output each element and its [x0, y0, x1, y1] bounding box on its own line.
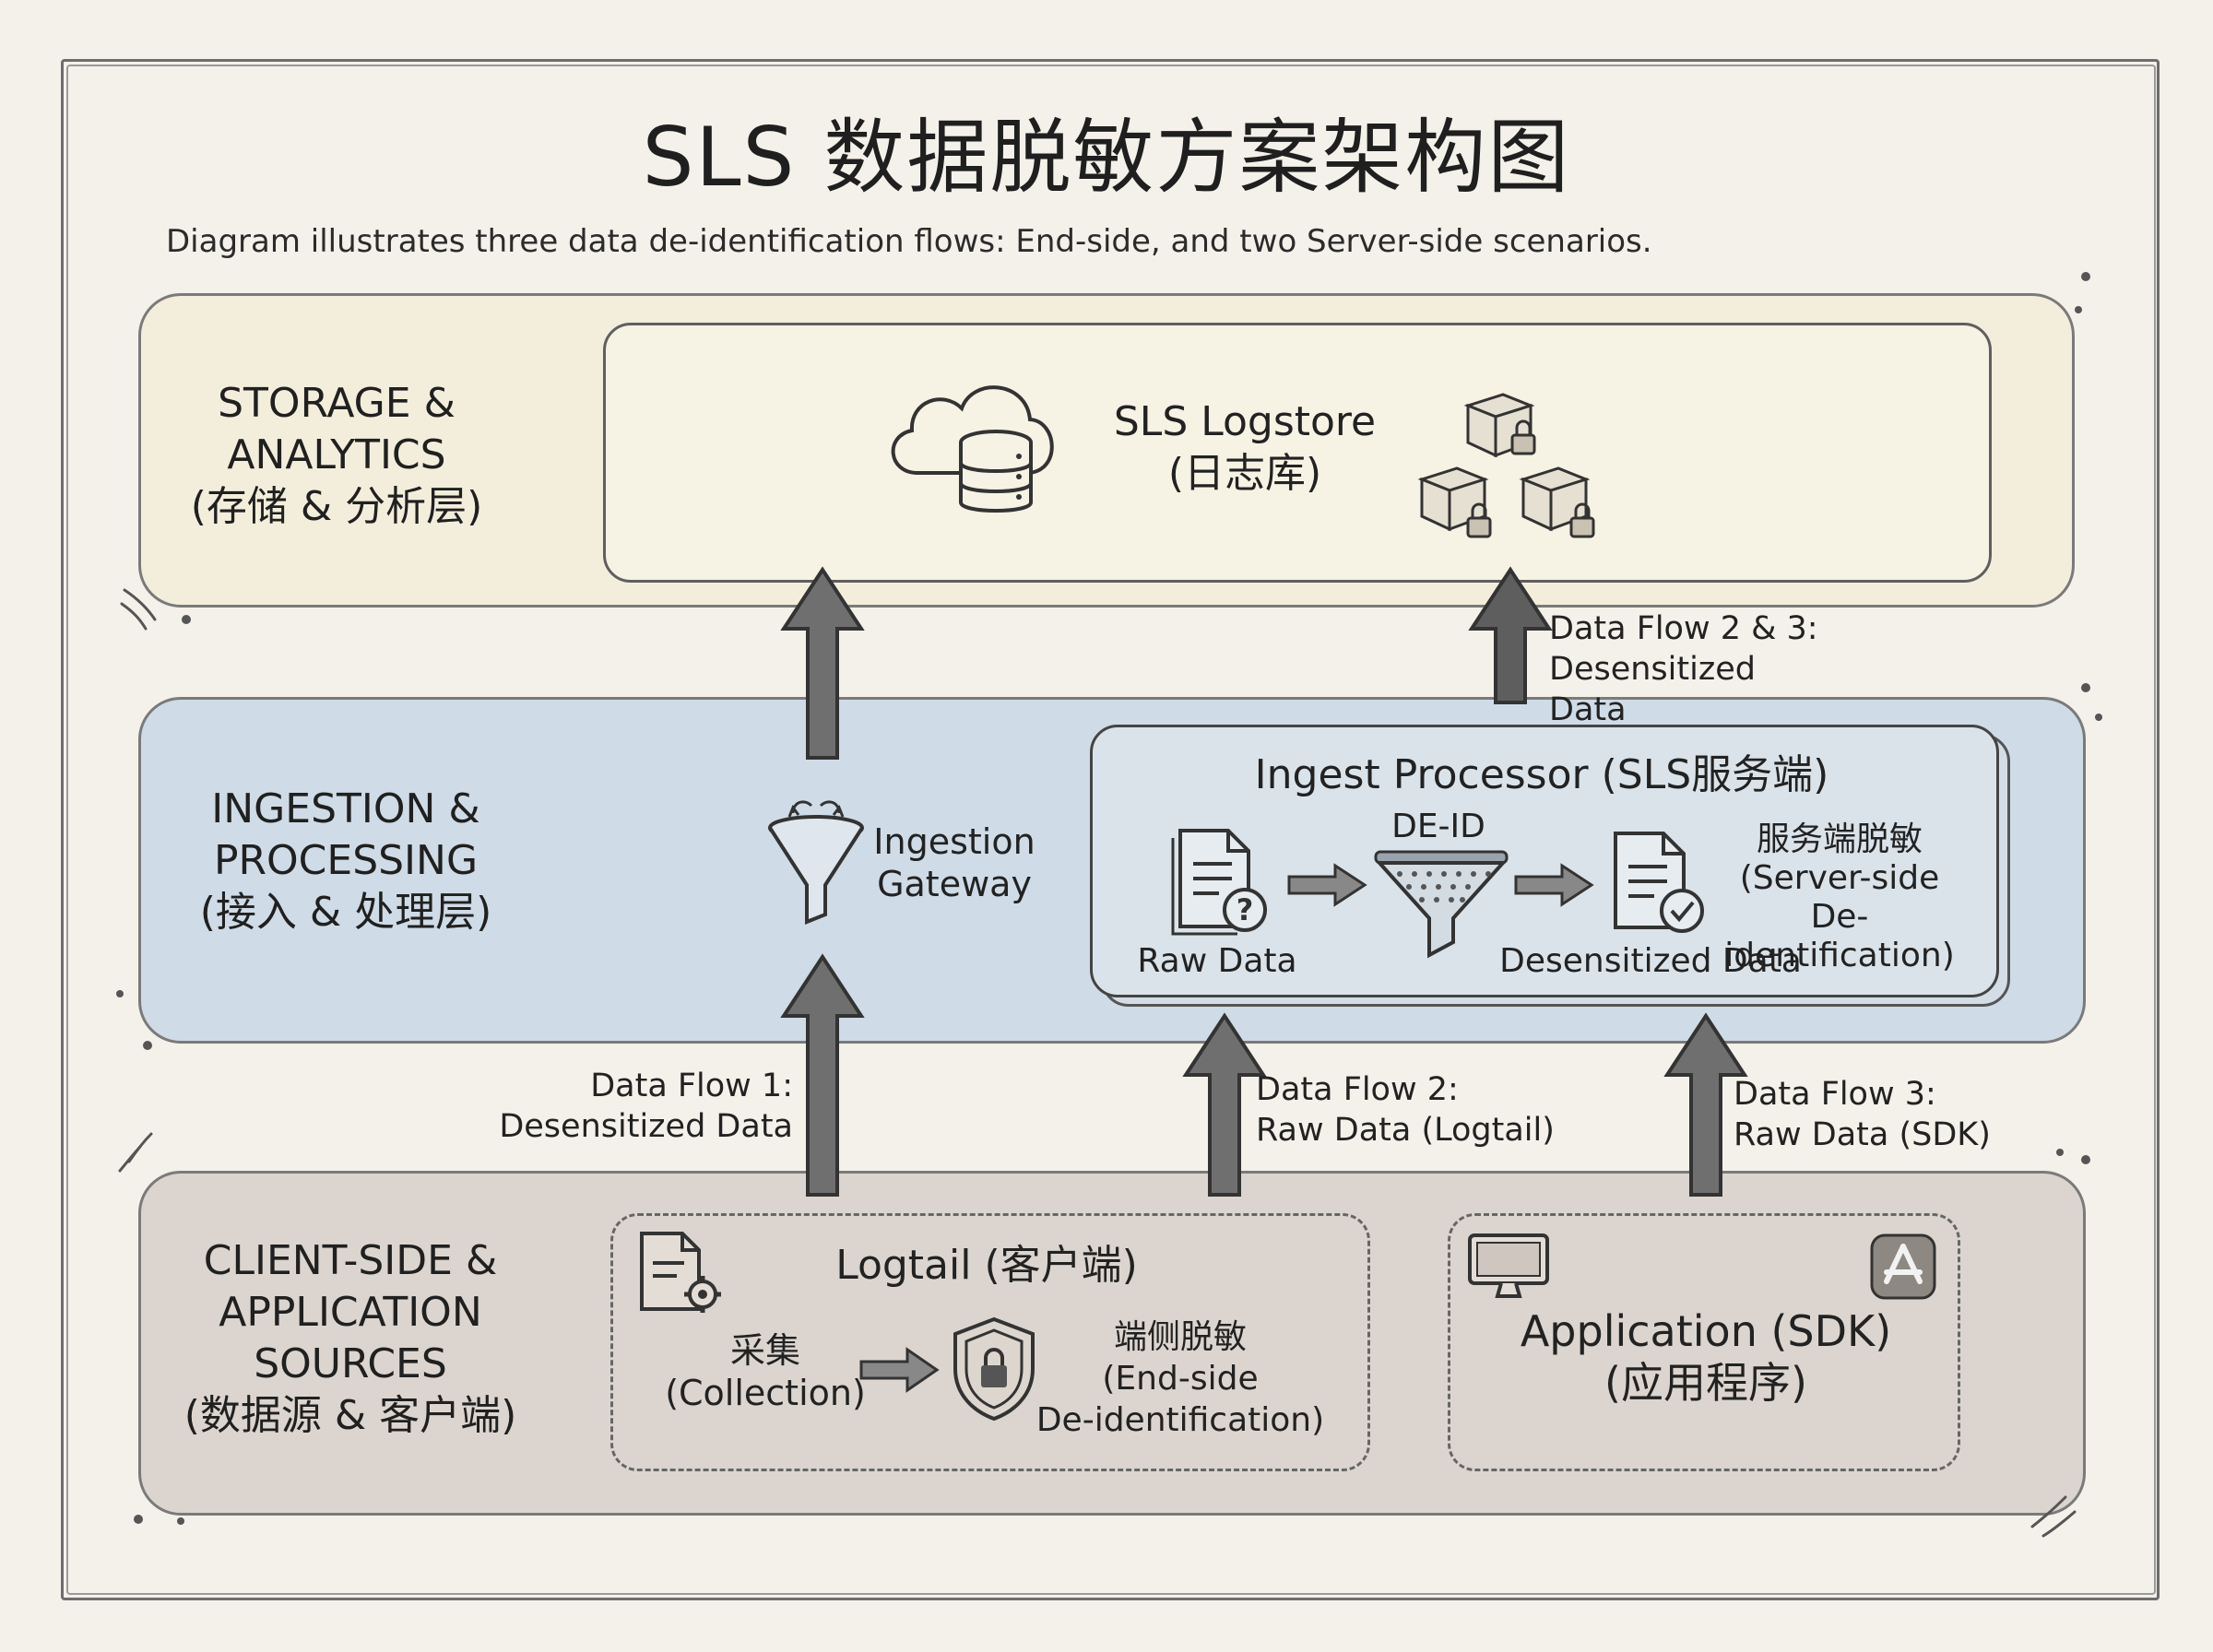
flow1-arrow — [780, 953, 865, 1197]
gateway-line2: Gateway — [877, 864, 1032, 904]
storage-label-line2: ANALYTICS — [227, 431, 446, 478]
end-side-line1: 端侧脱敏 — [1113, 1318, 1247, 1356]
server-side-line1: 服务端脱敏 — [1756, 820, 1923, 858]
outer-frame — [61, 59, 2160, 1600]
filter-icon — [1374, 850, 1509, 959]
flow2-line1: Data Flow 2: — [1256, 1071, 1459, 1108]
server-side-line2: (Server-side — [1739, 859, 1940, 897]
client-label-line4: (数据源 & 客户端) — [183, 1392, 517, 1439]
application-line2: (应用程序) — [1604, 1358, 1807, 1408]
server-side-line3: De-identification) — [1724, 898, 1955, 974]
collection-label: 采集 (Collection) — [664, 1329, 867, 1414]
end-side-line2: (End-side — [1102, 1360, 1259, 1398]
client-layer-label: CLIENT-SIDE & APPLICATION SOURCES (数据源 &… — [157, 1235, 544, 1442]
locked-boxes-icon — [1417, 393, 1595, 538]
flow3-arrow — [1663, 1012, 1748, 1197]
logtail-box — [610, 1213, 1370, 1471]
outer-frame-shadow — [66, 65, 2156, 1595]
flow1-label: Data Flow 1: Desensitized Data — [498, 1066, 793, 1147]
flow-top-line1: Data Flow 2 & 3: — [1549, 610, 1818, 647]
logstore-name: SLS Logstore — [1113, 398, 1377, 445]
collection-line1: 采集 — [729, 1330, 800, 1371]
end-side-label: 端侧脱敏 (End-side De-identification) — [1033, 1316, 1328, 1441]
shield-lock-icon — [953, 1316, 1035, 1422]
application-box — [1448, 1213, 1960, 1471]
filter-to-desensitized-arrow — [1514, 863, 1594, 907]
funnel-icon — [768, 800, 864, 925]
client-label-line3: SOURCES — [254, 1340, 447, 1387]
server-side-label: 服务端脱敏 (Server-side De-identification) — [1701, 820, 1978, 975]
ingestion-label-line3: (接入 & 处理层) — [199, 889, 492, 936]
flow-top-line2: Desensitized Data — [1549, 651, 1756, 728]
gateway-to-storage-arrow — [780, 566, 865, 760]
flow2-line2: Raw Data (Logtail) — [1256, 1112, 1555, 1149]
flow2-arrow — [1182, 1012, 1267, 1197]
logstore-label: SLS Logstore (日志库) — [1079, 396, 1411, 500]
ingestion-label-line1: INGESTION & — [211, 785, 480, 832]
document-question-icon: ? — [1171, 829, 1267, 936]
storage-layer-label: STORAGE & ANALYTICS (存储 & 分析层) — [148, 378, 526, 533]
collection-line2: (Collection) — [665, 1373, 866, 1413]
flow3-label: Data Flow 3: Raw Data (SDK) — [1734, 1074, 2010, 1155]
document-gear-icon — [640, 1232, 721, 1313]
monitor-icon — [1468, 1233, 1549, 1298]
raw-to-filter-arrow — [1287, 863, 1367, 907]
processor-title: Ingest Processor (SLS服务端) — [1254, 751, 1829, 798]
logstore-box — [603, 323, 1992, 583]
logstore-subname: (日志库) — [1167, 450, 1322, 497]
application-line1: Application (SDK) — [1520, 1306, 1892, 1356]
gateway-label: Ingestion Gateway — [862, 820, 1047, 905]
deid-label: DE-ID — [1391, 808, 1485, 845]
diagram-subtitle: Diagram illustrates three data de-identi… — [166, 223, 1652, 260]
cloud-database-icon — [891, 385, 1054, 513]
logtail-title: Logtail (客户端) — [835, 1242, 1138, 1289]
client-label-line1: CLIENT-SIDE & — [203, 1237, 498, 1284]
ingestion-label-line2: PROCESSING — [213, 837, 479, 884]
flow3-line1: Data Flow 3: — [1734, 1076, 1936, 1113]
flow1-line2: Desensitized Data — [499, 1108, 793, 1145]
application-label: Application (SDK) (应用程序) — [1494, 1305, 1918, 1409]
gateway-line1: Ingestion — [873, 821, 1035, 862]
client-layer — [138, 1171, 2086, 1516]
end-side-line3: De-identification) — [1035, 1401, 1325, 1439]
flow2-label: Data Flow 2: Raw Data (Logtail) — [1256, 1069, 1560, 1150]
document-check-icon — [1614, 832, 1704, 933]
client-label-line2: APPLICATION — [219, 1289, 482, 1336]
processor-to-storage-arrow — [1468, 566, 1553, 704]
storage-label-line1: STORAGE & — [218, 380, 456, 427]
raw-data-label: Raw Data — [1137, 942, 1297, 980]
app-store-icon — [1870, 1233, 1936, 1300]
flow-top-label: Data Flow 2 & 3: Desensitized Data — [1549, 608, 1826, 730]
storage-label-line3: (存储 & 分析层) — [190, 483, 483, 530]
flow1-line1: Data Flow 1: — [590, 1068, 793, 1104]
desensitized-data-label: Desensitized Data — [1499, 942, 1802, 980]
flow3-line2: Raw Data (SDK) — [1734, 1116, 1991, 1153]
diagram-title: SLS 数据脱敏方案架构图 — [642, 110, 1571, 205]
ingestion-layer-label: INGESTION & PROCESSING (接入 & 处理层) — [157, 784, 535, 938]
collection-arrow — [859, 1347, 940, 1393]
svg-text:?: ? — [1237, 892, 1254, 927]
